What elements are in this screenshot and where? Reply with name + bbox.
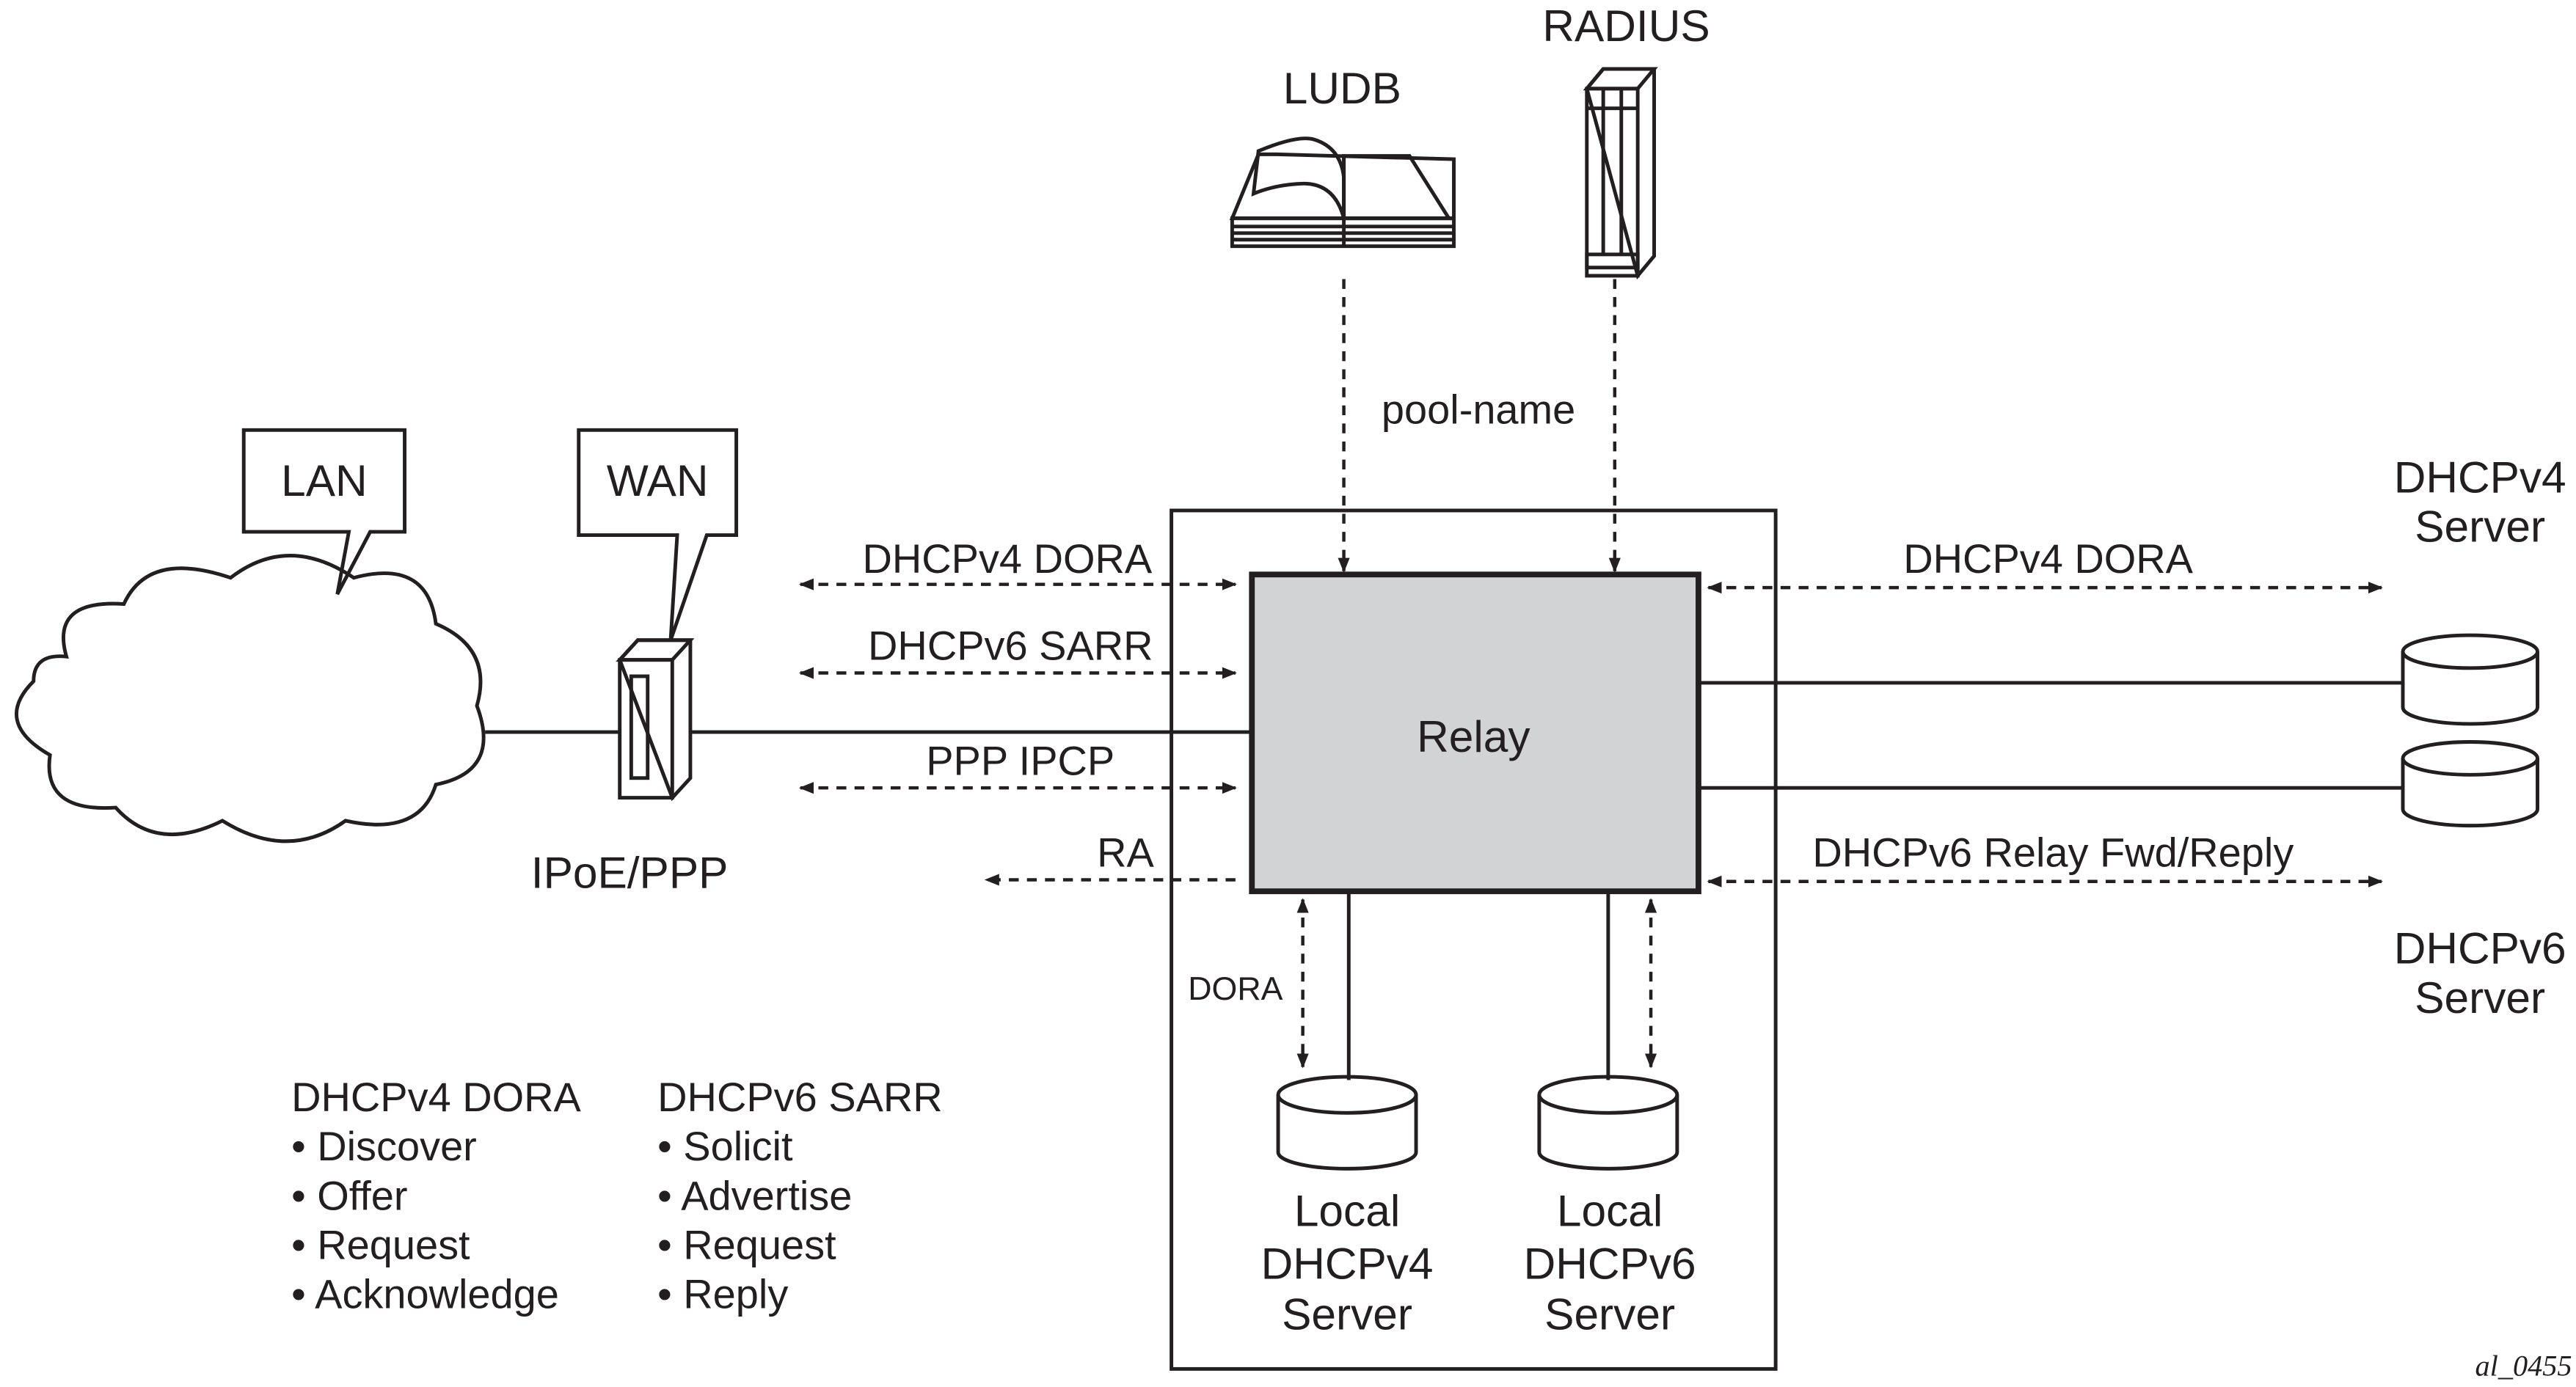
pool-name-label: pool-name bbox=[1382, 386, 1575, 432]
local-dhcpv4-server-icon bbox=[1276, 1075, 1418, 1171]
wan-label: WAN bbox=[607, 455, 709, 505]
local-v6-label-1: Local bbox=[1557, 1186, 1663, 1236]
dhcpv6-server-icon bbox=[2401, 740, 2539, 828]
dhcpv6-server-label-1: DHCPv6 bbox=[2394, 923, 2566, 973]
device-label: IPoE/PPP bbox=[531, 848, 729, 898]
lan-callout bbox=[241, 428, 406, 596]
legend-v4-item: • Discover bbox=[291, 1123, 477, 1169]
right-dhcpv4-label: DHCPv4 DORA bbox=[1903, 535, 2193, 582]
book-icon bbox=[1229, 136, 1456, 249]
left-dhcpv4-label: DHCPv4 DORA bbox=[862, 535, 1152, 582]
left-ra-label: RA bbox=[1097, 830, 1154, 876]
ludb-label: LUDB bbox=[1283, 63, 1401, 113]
lan-label: LAN bbox=[281, 455, 368, 505]
cloud-icon bbox=[15, 554, 486, 843]
dhcpv4-server-label-2: Server bbox=[2415, 501, 2545, 551]
relay-box bbox=[1249, 571, 1701, 895]
figure-id: al_0455 bbox=[2475, 1349, 2572, 1382]
radius-label: RADIUS bbox=[1542, 1, 1710, 51]
legend-v4-item: • Request bbox=[291, 1221, 470, 1267]
dhcpv4-server-label-1: DHCPv4 bbox=[2394, 452, 2566, 502]
left-dhcpv6-label: DHCPv6 SARR bbox=[868, 623, 1153, 669]
legend-v6-item: • Reply bbox=[657, 1271, 788, 1317]
legend-v6-item: • Request bbox=[657, 1221, 836, 1267]
local-v4-label-3: Server bbox=[1282, 1289, 1412, 1339]
right-dhcpv6-label: DHCPv6 Relay Fwd/Reply bbox=[1812, 830, 2294, 876]
local-v4-label-1: Local bbox=[1294, 1186, 1400, 1236]
local-v6-label-3: Server bbox=[1544, 1289, 1675, 1339]
legend-v6-item: • Advertise bbox=[657, 1172, 852, 1218]
legend-v4-title: DHCPv4 DORA bbox=[291, 1074, 581, 1120]
legend-v6-item: • Solicit bbox=[657, 1123, 793, 1169]
relay-label: Relay bbox=[1417, 711, 1530, 761]
dora-label: DORA bbox=[1188, 970, 1282, 1007]
dhcpv4-server-icon bbox=[2401, 633, 2539, 726]
bng-box bbox=[1170, 508, 1778, 1371]
ipoe-ppp-device-icon bbox=[616, 638, 695, 802]
legend-v4-item: • Offer bbox=[291, 1172, 407, 1218]
dhcpv6-server-label-2: Server bbox=[2415, 973, 2545, 1022]
radius-server-icon bbox=[1583, 67, 1658, 280]
local-dhcpv6-server-icon bbox=[1537, 1075, 1679, 1171]
left-ppp-label: PPP IPCP bbox=[926, 737, 1114, 783]
wan-callout bbox=[577, 428, 739, 641]
local-v6-label-2: DHCPv6 bbox=[1524, 1238, 1696, 1288]
local-v4-label-2: DHCPv4 bbox=[1261, 1238, 1434, 1288]
legend-v6-title: DHCPv6 SARR bbox=[657, 1074, 943, 1120]
legend-v4-item: • Acknowledge bbox=[291, 1271, 559, 1317]
